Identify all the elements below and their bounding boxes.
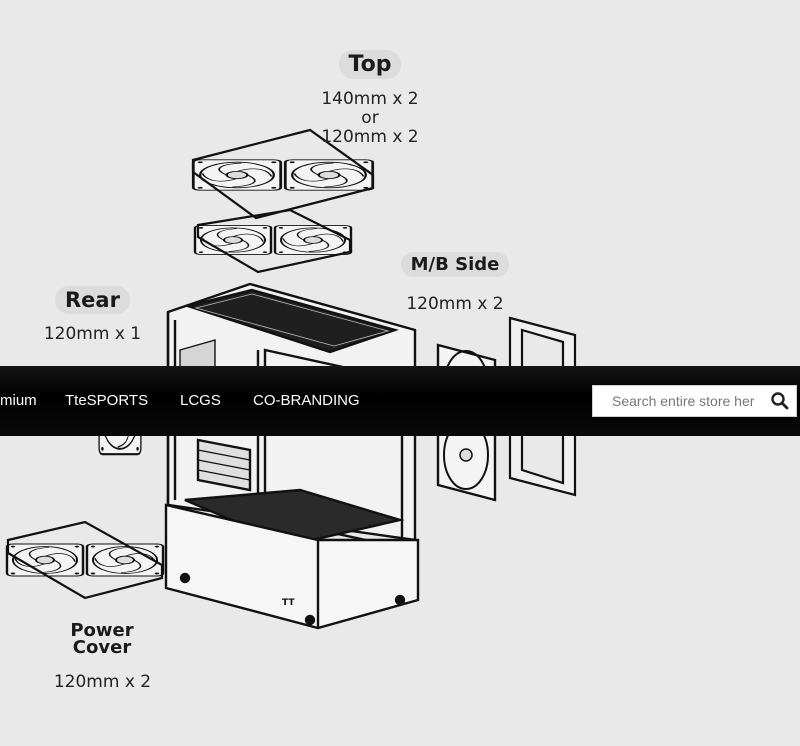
rear-label: Rear (45, 286, 140, 314)
search-button[interactable] (764, 386, 796, 416)
search-icon (771, 392, 789, 410)
top-spec-line: 140mm x 2 (321, 89, 419, 109)
power-title-line: Power (70, 620, 134, 641)
rear-spec-line: 120mm x 1 (43, 324, 142, 344)
nav-item-premium[interactable]: mium (0, 392, 37, 409)
top-spec: 140mm x 2 or 120mm x 2 (300, 90, 440, 147)
power-cover-label: Power Cover (52, 620, 152, 658)
case-body (164, 282, 420, 630)
nav-item-co-branding[interactable]: CO-BRANDING (253, 392, 360, 409)
search-box (592, 385, 797, 417)
nav-item-lcgs[interactable]: LCGS (180, 392, 221, 409)
mbside-spec-line: 120mm x 2 (406, 294, 504, 314)
power-spec-line: 120mm x 2 (53, 672, 152, 692)
top-spec-line: or (361, 108, 379, 128)
top-spec-line: 120mm x 2 (321, 127, 419, 147)
top-label: Top (330, 50, 410, 79)
power-cover-spec: 120mm x 2 (35, 673, 170, 692)
nav-item-ttesports[interactable]: TteSPORTS (65, 392, 149, 409)
mbside-title: M/B Side (400, 252, 510, 277)
mbside-label: M/B Side (395, 252, 515, 277)
mbside-spec: 120mm x 2 (385, 295, 525, 314)
rear-spec: 120mm x 1 (25, 325, 160, 344)
search-input[interactable] (593, 386, 765, 416)
rear-title: Rear (55, 286, 130, 314)
top-title: Top (338, 50, 402, 79)
top-fan-pair-large (191, 158, 375, 192)
brand-mark: TT (282, 598, 295, 608)
power-title-line: Cover (72, 637, 132, 658)
power-cover-fan-pair (5, 542, 165, 578)
